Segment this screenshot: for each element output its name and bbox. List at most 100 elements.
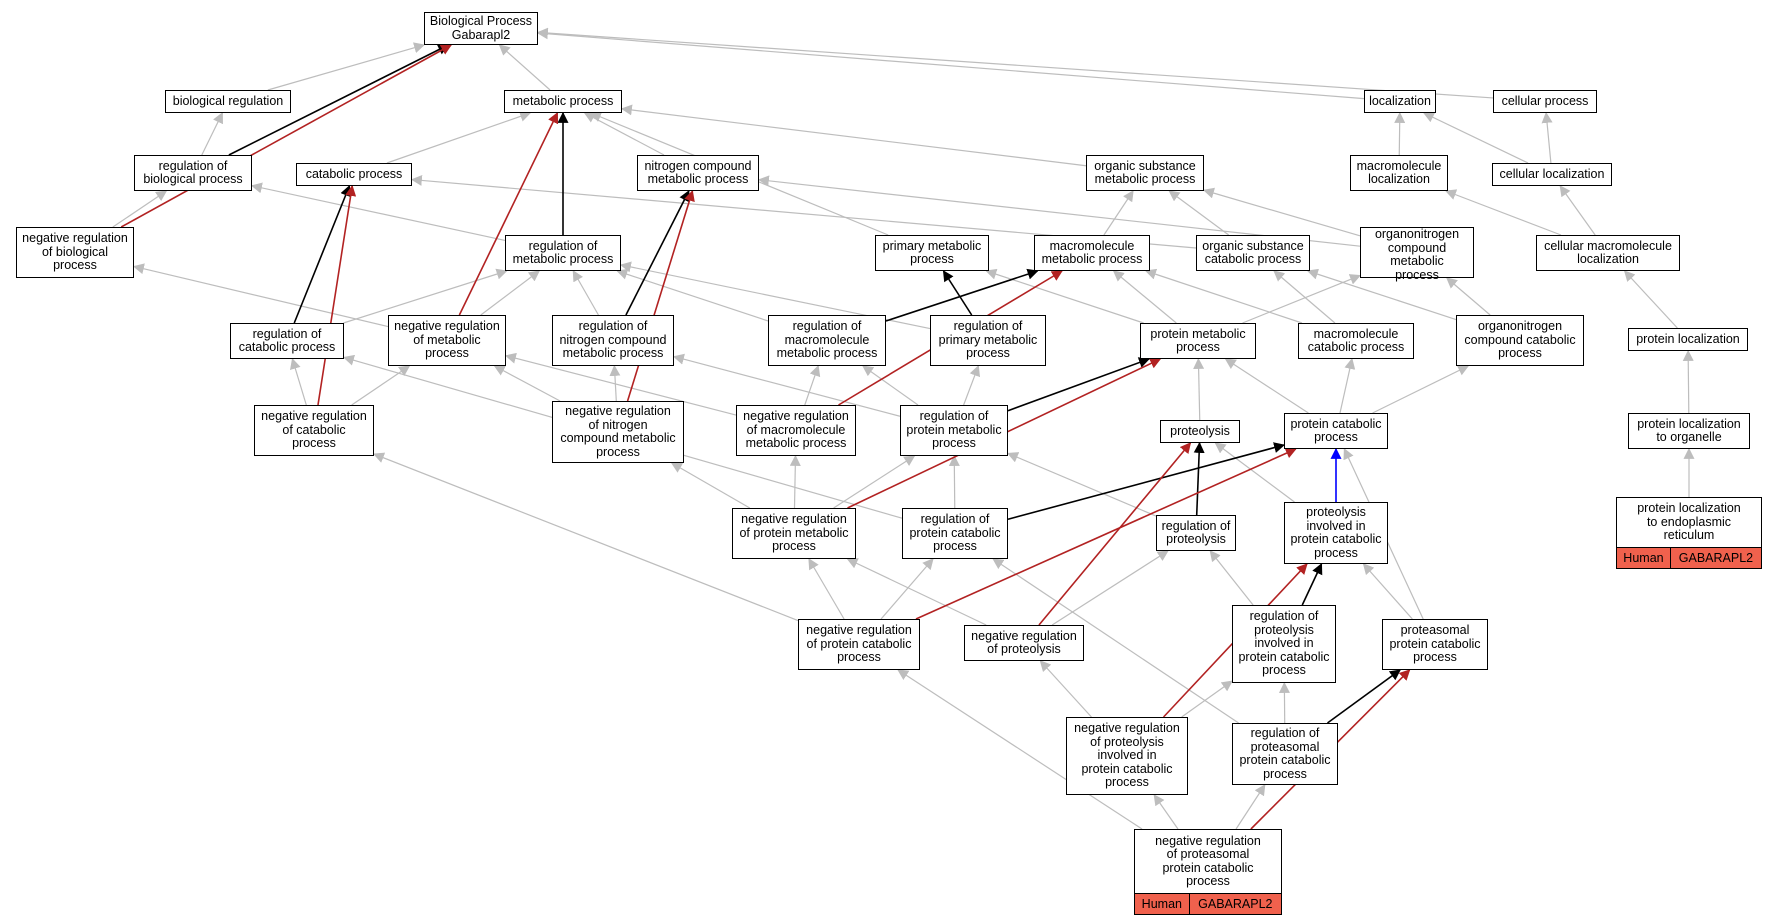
- go-term-node-negproteo[interactable]: negative regulation of proteolysis: [964, 625, 1084, 661]
- go-term-label: regulation of proteolysis: [1161, 518, 1231, 546]
- edge-is-a-proteolysis-to-protmet: [1193, 357, 1205, 421]
- go-term-node-loc[interactable]: localization: [1364, 90, 1436, 113]
- go-term-node-regprotmet[interactable]: regulation of protein metabolic process: [900, 405, 1008, 456]
- edge-is-a-pipc-to-proteolysis: [1214, 442, 1295, 503]
- edge-is-a-negprotcat-to-regprotcat: [880, 558, 934, 620]
- go-term-node-plorg[interactable]: protein localization to organelle: [1628, 413, 1750, 449]
- edge-negatively-regulates-negcat-to-cat: [317, 184, 357, 406]
- go-term-node-negmacro[interactable]: negative regulation of macromolecule met…: [736, 405, 856, 456]
- go-term-node-cloc[interactable]: cellular localization: [1492, 163, 1612, 186]
- go-term-node-osm[interactable]: organic substance metabolic process: [1086, 155, 1204, 191]
- go-term-node-oncat[interactable]: organonitrogen compound catabolic proces…: [1456, 315, 1584, 366]
- edge-is-a-negmacro-to-negmet: [504, 352, 737, 416]
- go-term-node-regproteasomal[interactable]: regulation of proteasomal protein catabo…: [1232, 723, 1338, 785]
- go-term-node-negproteasomal[interactable]: negative regulation of proteasomal prote…: [1134, 829, 1282, 915]
- edge-is-a-negpipc-to-regpipc: [1181, 680, 1233, 718]
- go-term-node-mloc[interactable]: macromolecule localization: [1350, 155, 1448, 191]
- go-term-label: proteolysis: [1170, 423, 1230, 438]
- go-term-node-pipc[interactable]: proteolysis involved in protein cataboli…: [1284, 502, 1388, 564]
- edge-is-a-negproteasomal-to-negpipc: [1153, 794, 1179, 830]
- go-term-node-negpipc[interactable]: negative regulation of proteolysis invol…: [1066, 717, 1188, 795]
- annotation-species: Human: [1623, 551, 1664, 565]
- go-term-node-protmet[interactable]: protein metabolic process: [1140, 323, 1256, 359]
- go-term-node-negbio[interactable]: negative regulation of biological proces…: [16, 227, 134, 278]
- go-term-node-negcat[interactable]: negative regulation of catabolic process: [254, 405, 374, 456]
- go-term-label: regulation of proteolysis involved in pr…: [1238, 609, 1330, 678]
- edge-is-a-negmet-to-regmet: [480, 270, 541, 316]
- go-term-node-met[interactable]: metabolic process: [504, 90, 622, 113]
- edge-is-a-negpipc-to-negproteo: [1039, 660, 1092, 718]
- go-term-node-regmacro[interactable]: regulation of macromolecule metabolic pr…: [768, 315, 886, 366]
- go-term-label: negative regulation of nitrogen compound…: [560, 404, 676, 459]
- edge-is-a-protmet-to-onm: [1242, 274, 1362, 324]
- edge-is-a-negprotcat-to-negcat: [372, 452, 799, 622]
- go-term-label: negative regulation of proteolysis: [971, 628, 1077, 656]
- go-term-node-negnitro[interactable]: negative regulation of nitrogen compound…: [552, 401, 684, 463]
- go-term-node-protcat[interactable]: protein catabolic process: [1284, 413, 1388, 449]
- go-term-label: organic substance metabolic process: [1094, 158, 1196, 186]
- go-term-node-regpipc[interactable]: regulation of proteolysis involved in pr…: [1232, 605, 1336, 683]
- go-term-node-cell[interactable]: cellular process: [1493, 90, 1597, 113]
- go-term-node-negprotmet[interactable]: negative regulation of protein metabolic…: [732, 508, 856, 559]
- go-term-node-macromet[interactable]: macromolecule metabolic process: [1034, 235, 1150, 271]
- go-term-node-bp[interactable]: Biological Process Gabarapl2: [424, 12, 538, 45]
- edge-negatively-regulates-negbio-to-bp: [120, 44, 453, 228]
- go-term-label: protein localization to endoplasmic reti…: [1637, 501, 1741, 543]
- go-term-node-prim[interactable]: primary metabolic process: [875, 235, 989, 271]
- edge-is-a-negproteo-to-negprotmet: [846, 558, 987, 626]
- go-term-label: regulation of protein metabolic process: [906, 409, 1002, 451]
- go-term-node-regproteo[interactable]: regulation of proteolysis: [1156, 515, 1236, 551]
- edge-is-a-regproteo-to-regprotmet: [1006, 452, 1157, 517]
- go-term-label: macromolecule catabolic process: [1307, 326, 1405, 354]
- go-term-node-regmet[interactable]: regulation of metabolic process: [505, 235, 621, 271]
- edge-regulates-regproteo-to-proteolysis: [1193, 441, 1205, 516]
- go-term-node-negmet[interactable]: negative regulation of metabolic process: [388, 315, 506, 366]
- go-term-node-regprotcat[interactable]: regulation of protein catabolic process: [902, 508, 1008, 559]
- go-term-node-breg[interactable]: biological regulation: [165, 90, 291, 113]
- go-term-label: protein localization: [1636, 331, 1740, 346]
- go-term-node-nitro[interactable]: nitrogen compound metabolic process: [637, 155, 759, 191]
- go-term-label: nitrogen compound metabolic process: [644, 158, 752, 186]
- go-term-node-regnitro[interactable]: regulation of nitrogen compound metaboli…: [552, 315, 674, 366]
- go-term-node-macrocat[interactable]: macromolecule catabolic process: [1298, 323, 1414, 359]
- edge-regulates-regprim-to-prim: [942, 270, 973, 316]
- edge-is-a-loc-to-bp: [536, 28, 1365, 100]
- go-term-label: protein metabolic process: [1150, 326, 1246, 354]
- go-term-node-protloc[interactable]: protein localization: [1628, 328, 1748, 351]
- edge-regulates-regproteasomal-to-proteasomal: [1326, 669, 1401, 724]
- go-term-node-regbio[interactable]: regulation of biological process: [134, 155, 252, 191]
- go-term-node-proteasomal[interactable]: proteasomal protein catabolic process: [1382, 619, 1488, 670]
- go-term-label: regulation of catabolic process: [238, 326, 336, 354]
- annotation-gene: GABARAPL2: [1669, 548, 1761, 568]
- go-term-node-onm[interactable]: organonitrogen compound metabolic proces…: [1360, 227, 1474, 281]
- edge-is-a-protcat-to-protmet: [1224, 358, 1309, 414]
- go-term-label: negative regulation of metabolic process: [394, 319, 500, 361]
- go-term-node-proteolysis[interactable]: proteolysis: [1160, 420, 1240, 443]
- go-term-label: regulation of metabolic process: [512, 238, 614, 266]
- go-term-label: metabolic process: [512, 93, 614, 108]
- go-term-label: negative regulation of protein catabolic…: [806, 623, 912, 665]
- go-term-label: biological regulation: [172, 93, 284, 108]
- go-term-node-regprim[interactable]: regulation of primary metabolic process: [930, 315, 1046, 366]
- edge-regulates-regnitro-to-nitro: [625, 190, 690, 316]
- edge-is-a-regmet-to-regbio: [250, 182, 506, 242]
- go-term-label: regulation of biological process: [143, 158, 243, 186]
- go-term-node-cmloc[interactable]: cellular macromolecule localization: [1536, 235, 1680, 271]
- edge-is-a-cloc-to-loc: [1422, 112, 1529, 164]
- edge-is-a-regbio-to-breg: [201, 112, 223, 156]
- go-term-node-negprotcat[interactable]: negative regulation of protein catabolic…: [798, 619, 920, 670]
- go-term-node-pler[interactable]: protein localization to endoplasmic reti…: [1616, 497, 1762, 569]
- edge-is-a-macromet-to-osm: [1103, 190, 1134, 236]
- edge-is-a-onm-to-osm: [1202, 187, 1361, 237]
- edge-is-a-oscat-to-osm: [1168, 190, 1230, 236]
- go-term-node-regcat[interactable]: regulation of catabolic process: [230, 323, 344, 359]
- go-term-label: proteasomal protein catabolic process: [1389, 623, 1481, 665]
- edge-is-a-negprotmet-to-regprotmet: [833, 455, 916, 509]
- edge-is-a-protmet-to-macromet: [1112, 270, 1177, 324]
- go-term-node-cat[interactable]: catabolic process: [296, 163, 412, 186]
- go-term-label: localization: [1369, 93, 1431, 108]
- edge-is-a-proteasomal-to-pipc: [1362, 563, 1413, 620]
- go-term-node-oscat[interactable]: organic substance catabolic process: [1196, 235, 1310, 271]
